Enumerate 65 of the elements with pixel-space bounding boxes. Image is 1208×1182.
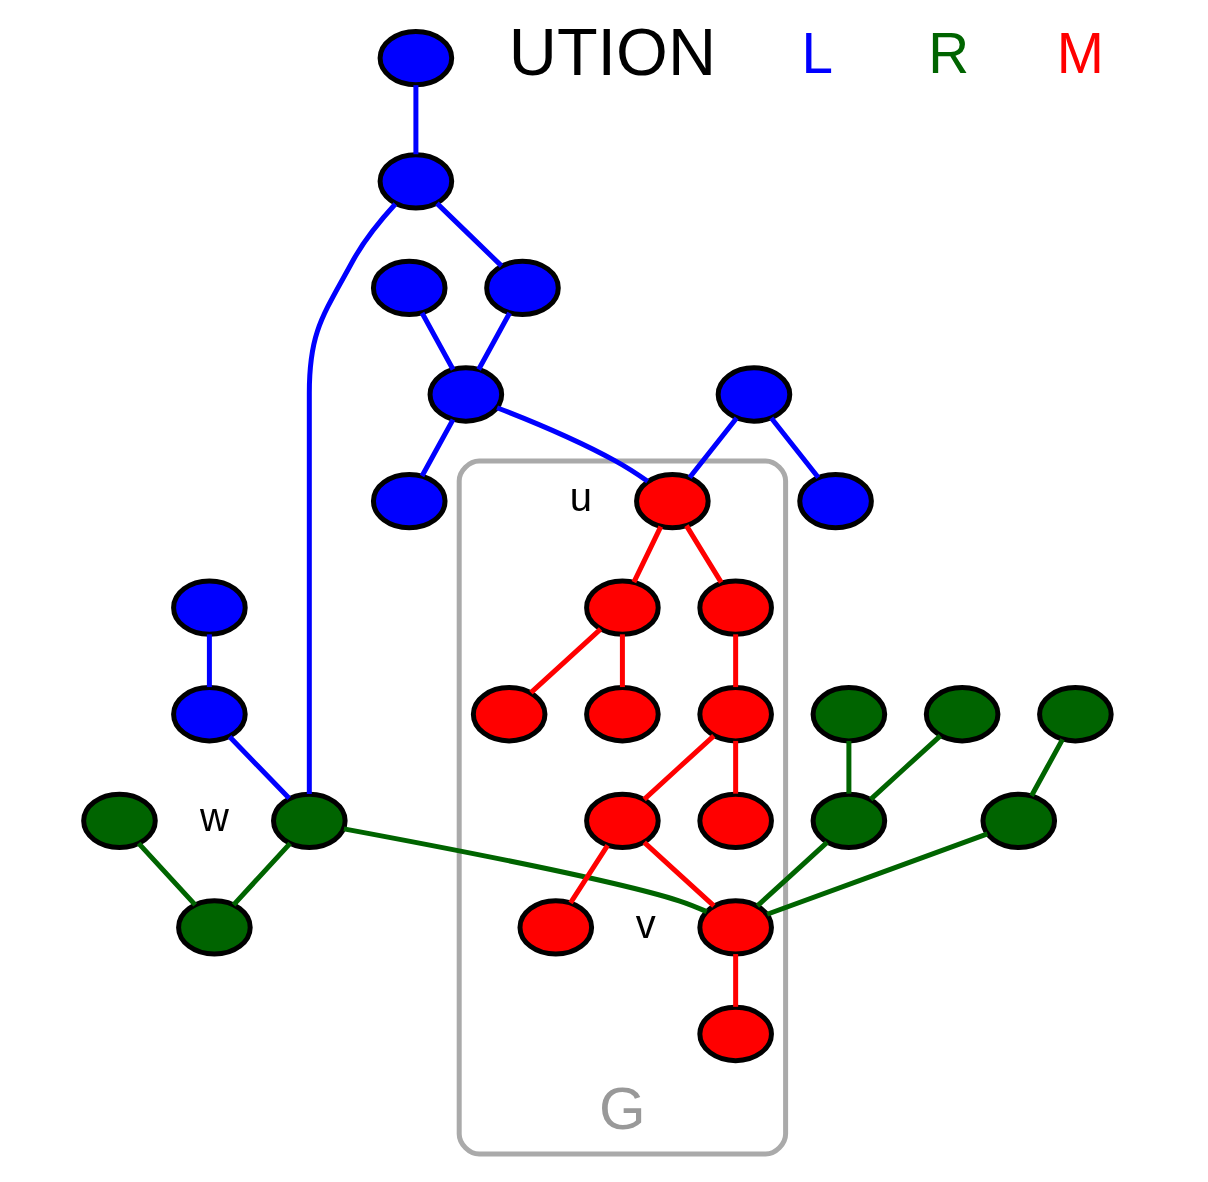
node-ellipse <box>470 685 547 744</box>
label: R <box>927 21 969 85</box>
connector <box>419 418 455 478</box>
connector <box>619 634 625 688</box>
connector <box>567 844 610 905</box>
node-ellipse <box>715 365 792 424</box>
connector <box>136 841 197 907</box>
connector <box>683 524 723 584</box>
connector <box>475 311 512 371</box>
connector <box>306 202 397 794</box>
connector <box>755 840 829 908</box>
node-ellipse <box>583 578 661 637</box>
node-ellipse <box>370 471 448 531</box>
connector <box>231 841 292 907</box>
node-ellipse <box>979 791 1057 850</box>
label: L <box>801 21 833 85</box>
connector <box>412 85 418 155</box>
connector <box>342 826 708 914</box>
connector <box>768 416 820 480</box>
connector <box>732 740 738 794</box>
connector <box>845 740 851 794</box>
node-ellipse <box>377 152 454 211</box>
label: UTION <box>508 14 716 89</box>
connector <box>419 311 455 371</box>
connector <box>206 634 212 688</box>
node-ellipse <box>696 1004 774 1064</box>
node-ellipse <box>696 685 774 744</box>
node-ellipse <box>583 685 661 744</box>
connector <box>765 831 988 917</box>
connector <box>732 634 738 688</box>
node-ellipse <box>696 791 774 850</box>
connector <box>642 840 716 908</box>
node-ellipse <box>483 258 561 318</box>
node-ellipse <box>170 685 248 744</box>
node-ellipse <box>633 471 711 531</box>
connector <box>868 733 942 802</box>
node-ellipse <box>370 258 448 318</box>
node-ellipse <box>583 791 661 850</box>
connector <box>732 954 738 1007</box>
node-ellipse <box>175 898 253 957</box>
connector <box>642 733 715 802</box>
node-ellipse <box>796 471 874 531</box>
label: M <box>1056 21 1104 85</box>
connector <box>495 405 649 484</box>
connector <box>528 627 602 695</box>
node-ellipse <box>170 578 248 637</box>
connector <box>434 201 503 268</box>
connector <box>1028 738 1065 797</box>
connector <box>631 525 663 584</box>
node-label: u <box>569 475 592 520</box>
node-ellipse <box>427 365 504 424</box>
node-label: v <box>635 901 656 946</box>
node-ellipse <box>810 791 887 850</box>
node-ellipse <box>810 685 887 744</box>
node-ellipse <box>923 685 1000 744</box>
node-ellipse <box>696 578 774 637</box>
node-ellipse <box>1036 685 1114 744</box>
connector <box>227 735 291 801</box>
node-ellipse <box>80 791 158 850</box>
node-ellipse <box>270 791 348 850</box>
node-ellipse <box>377 28 454 88</box>
node-ellipse <box>517 898 594 957</box>
node-label: w <box>199 795 229 840</box>
node-ellipse <box>696 898 774 957</box>
connector <box>687 416 739 480</box>
